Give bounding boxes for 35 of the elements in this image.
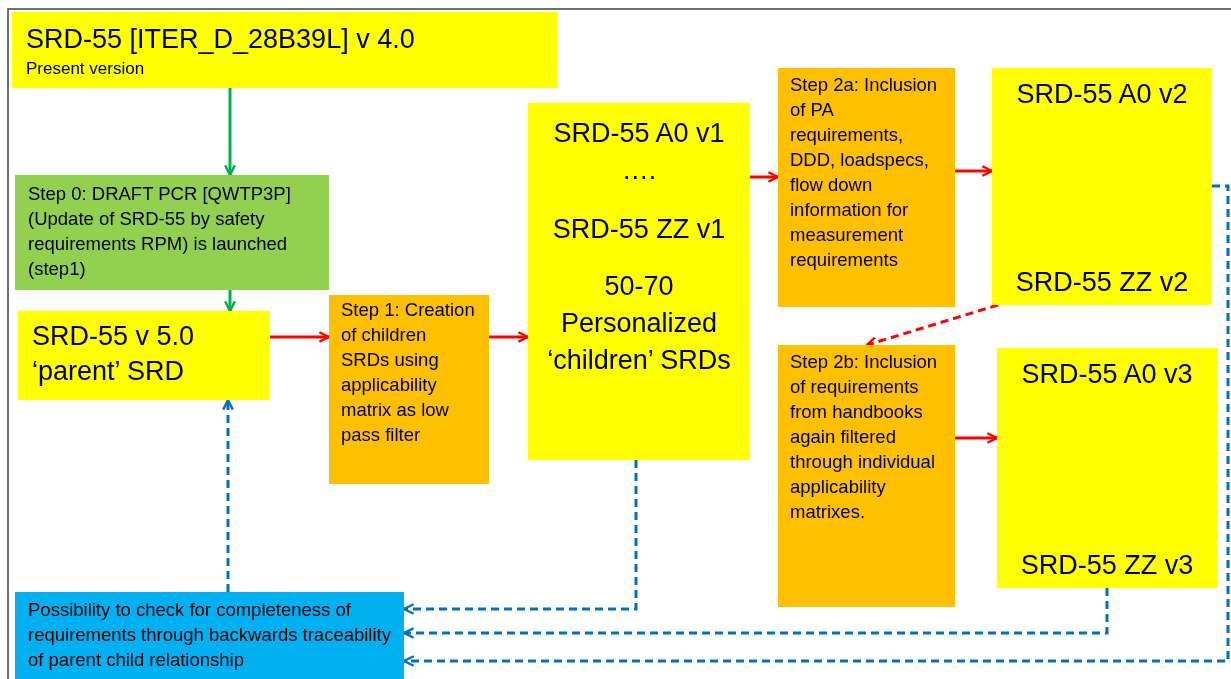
document-box — [997, 348, 1217, 588]
document-label: SRD-55 ZZ v2 — [1014, 266, 1190, 299]
version-box — [12, 12, 558, 88]
version-note: Present version — [26, 58, 146, 79]
document-box — [528, 103, 750, 460]
arrow — [224, 88, 236, 177]
arrow — [750, 171, 780, 183]
arrow — [222, 398, 234, 592]
document-label: SRD-55 [ITER_D_28B39L] v 4.0 — [26, 23, 416, 56]
step-box — [778, 345, 955, 607]
document-label: …. — [620, 154, 658, 187]
document-box — [992, 68, 1212, 305]
document-label: SRD-55 A0 v3 — [1020, 358, 1194, 391]
step-box — [778, 68, 955, 307]
document-label: SRD-55 ZZ v3 — [1019, 549, 1195, 582]
document-box — [18, 311, 270, 400]
step-description: Possibility to check for completeness of requirements through backwards traceability of parent child relationship — [28, 598, 391, 672]
arrow — [865, 303, 999, 348]
step-box — [329, 295, 489, 484]
document-label: SRD-55 A0 v1 — [552, 117, 726, 150]
arrow — [224, 290, 236, 313]
note-box — [15, 592, 404, 679]
arrow — [489, 331, 530, 343]
step-box — [15, 175, 329, 290]
document-label: SRD-55 ZZ v1 — [551, 213, 727, 246]
step-description: Step 0: DRAFT PCR [QWTP3P] (Update of SRD-55 by safety requirements RPM) is launched (step1) — [28, 182, 292, 281]
step-description: Step 2b: Inclusion of requirements from handbooks again filtered through individual applicability matrixes. — [790, 350, 939, 524]
step-description: Step 2a: Inclusion of PA requirements, DDD, loadspecs, flow down information for measurement requirements — [790, 73, 939, 272]
document-label: SRD-55 A0 v2 — [1015, 78, 1189, 111]
arrow — [955, 165, 994, 177]
document-label: 50-70 Personalized ‘children’ SRDs — [546, 270, 732, 377]
step-description: Step 1: Creation of children SRDs using applicability matrix as low pass filter — [341, 298, 476, 447]
document-label: SRD-55 v 5.0 ‘parent’ SRD — [32, 320, 196, 388]
arrow — [270, 331, 331, 343]
arrow — [955, 432, 999, 444]
